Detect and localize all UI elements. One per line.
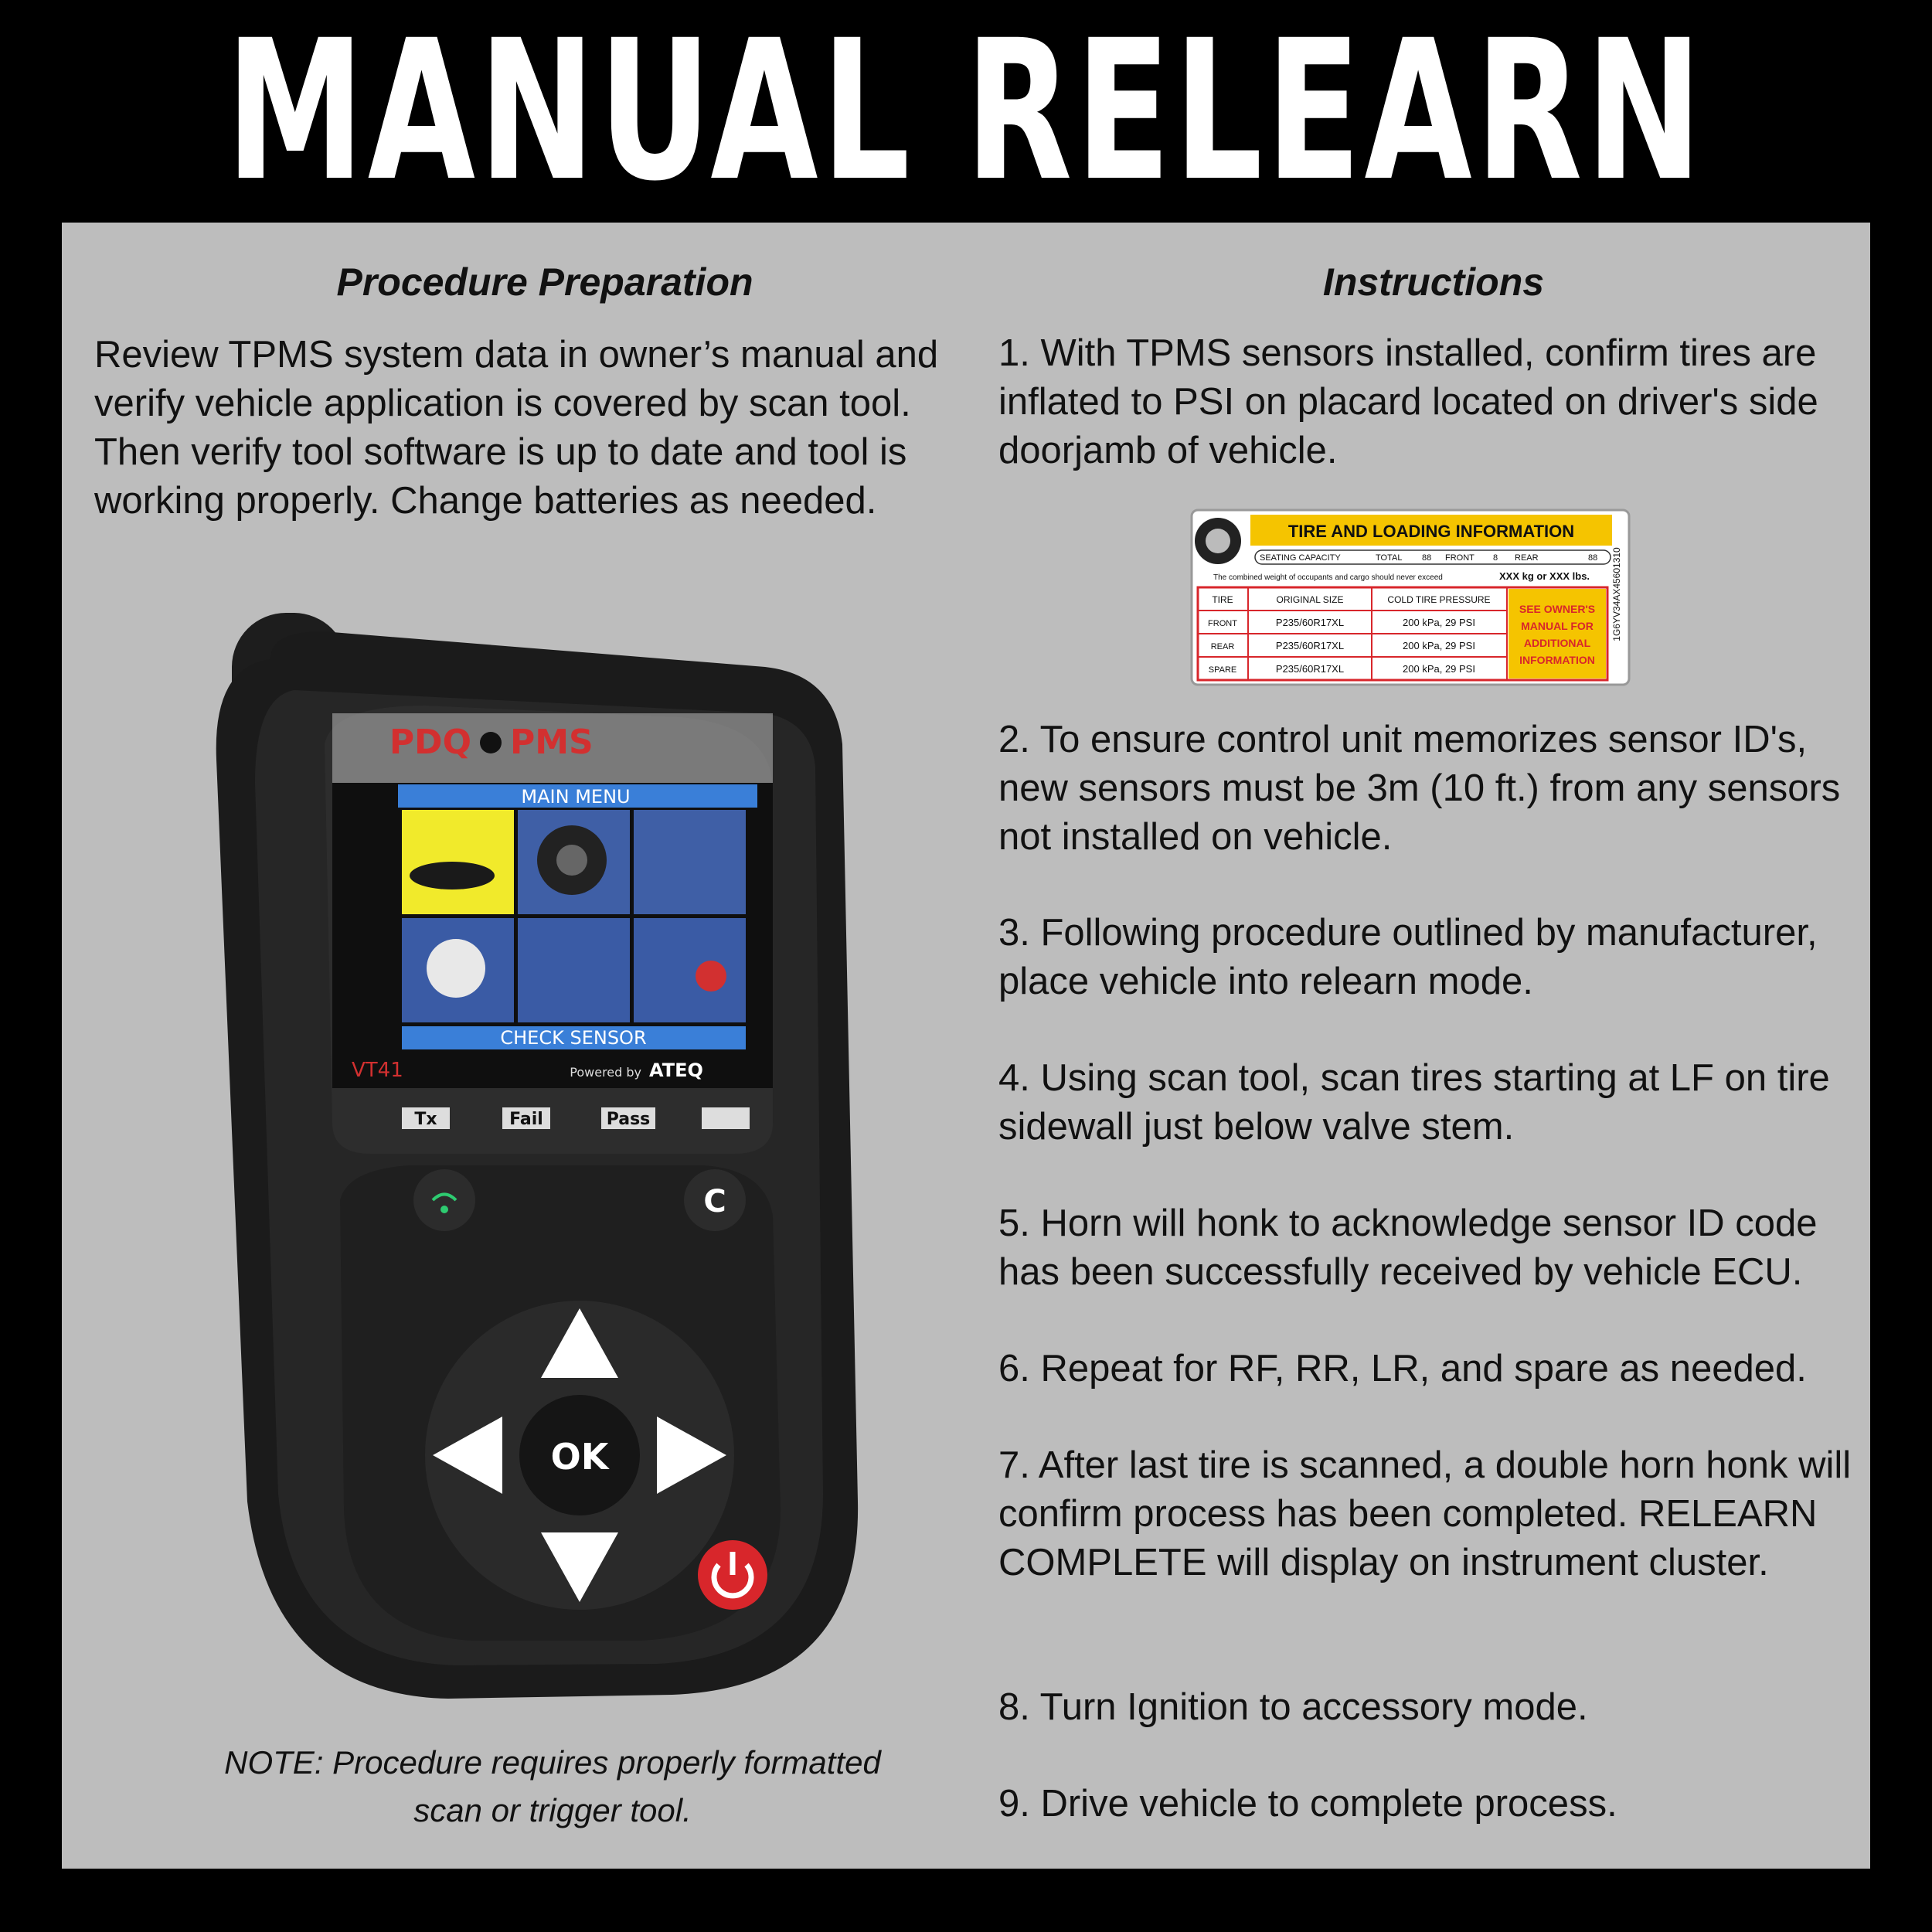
svg-text:ORIGINAL SIZE: ORIGINAL SIZE [1277,594,1344,605]
svg-text:COLD TIRE PRESSURE: COLD TIRE PRESSURE [1387,594,1490,605]
step-2: 2. To ensure control unit memorizes sens… [998,719,1841,858]
svg-text:88: 88 [1422,553,1431,563]
step-8: 8. Turn Ignition to accessory mode. [998,1686,1588,1728]
preparation-note: NOTE: Procedure requires properly format… [224,1744,881,1828]
step-7: 7. After last tire is scanned, a double … [998,1444,1852,1583]
status-pass: Pass [607,1110,651,1129]
brand-left: PDQ [389,723,471,762]
content-panel: Procedure Preparation Review TPMS system… [62,223,1870,1869]
powered-brand: ATEQ [649,1060,703,1081]
svg-text:SEATING CAPACITY: SEATING CAPACITY [1260,553,1341,563]
key-c: C [703,1184,726,1219]
svg-text:200 kPa, 29 PSI: 200 kPa, 29 PSI [1403,663,1475,675]
svg-text:TIRE: TIRE [1212,594,1233,605]
svg-text:MANUAL FOR: MANUAL FOR [1521,620,1594,632]
svg-text:SPARE: SPARE [1209,665,1236,675]
tire-placard: TIRE AND LOADING INFORMATION SEATING CAP… [1190,509,1631,686]
step-9: 9. Drive vehicle to complete process. [998,1783,1617,1825]
svg-text:ADDITIONAL: ADDITIONAL [1524,637,1591,649]
svg-text:FRONT: FRONT [1208,619,1237,628]
preparation-text: Review TPMS system data in owner’s manua… [94,334,939,522]
svg-text:INFORMATION: INFORMATION [1519,654,1595,666]
status-fail: Fail [509,1110,543,1129]
svg-text:FRONT: FRONT [1445,553,1475,563]
svg-text:REAR: REAR [1211,642,1235,651]
tpms-scan-tool: PDQ PMS MAIN MENU CHECK SENSOR VT41 Powe… [216,613,859,1699]
step-1: 1. With TPMS sensors installed, confirm … [998,332,1818,471]
step-6: 6. Repeat for RF, RR, LR, and spare as n… [998,1348,1807,1389]
preparation-title: Procedure Preparation [336,260,753,304]
svg-text:88: 88 [1588,553,1597,563]
title-banner: MANUAL RELEARN [0,0,1932,223]
status-tx: Tx [414,1110,437,1129]
svg-text:P235/60R17XL: P235/60R17XL [1276,640,1344,651]
brand-right: PMS [510,723,594,762]
step-4: 4. Using scan tool, scan tires starting … [998,1057,1830,1148]
svg-text:8: 8 [1493,553,1498,563]
svg-text:The combined weight of occupan: The combined weight of occupants and car… [1213,573,1443,582]
menu-title: MAIN MENU [521,786,630,808]
step-3: 3. Following procedure outlined by manuf… [998,912,1818,1002]
key-ok: OK [551,1436,611,1478]
svg-text:200 kPa, 29 PSI: 200 kPa, 29 PSI [1403,617,1475,628]
step-5: 5. Horn will honk to acknowledge sensor … [998,1202,1818,1293]
placard-title: TIRE AND LOADING INFORMATION [1288,522,1574,541]
model-label: VT41 [352,1059,403,1082]
placard-vin: 1G6YV34AX45601310 [1611,547,1622,641]
svg-text:REAR: REAR [1515,553,1539,563]
svg-text:P235/60R17XL: P235/60R17XL [1276,617,1344,628]
instructions-title: Instructions [1322,260,1545,304]
powered-by-label: Powered by [570,1065,641,1080]
svg-text:P235/60R17XL: P235/60R17XL [1276,663,1344,675]
page-title: MANUAL RELEARN [226,0,1706,223]
svg-text:TOTAL: TOTAL [1376,553,1402,563]
svg-text:XXX kg or XXX lbs.: XXX kg or XXX lbs. [1499,570,1590,582]
svg-text:SEE OWNER'S: SEE OWNER'S [1519,603,1595,615]
menu-footer: CHECK SENSOR [500,1027,646,1049]
svg-text:200 kPa, 29 PSI: 200 kPa, 29 PSI [1403,640,1475,651]
